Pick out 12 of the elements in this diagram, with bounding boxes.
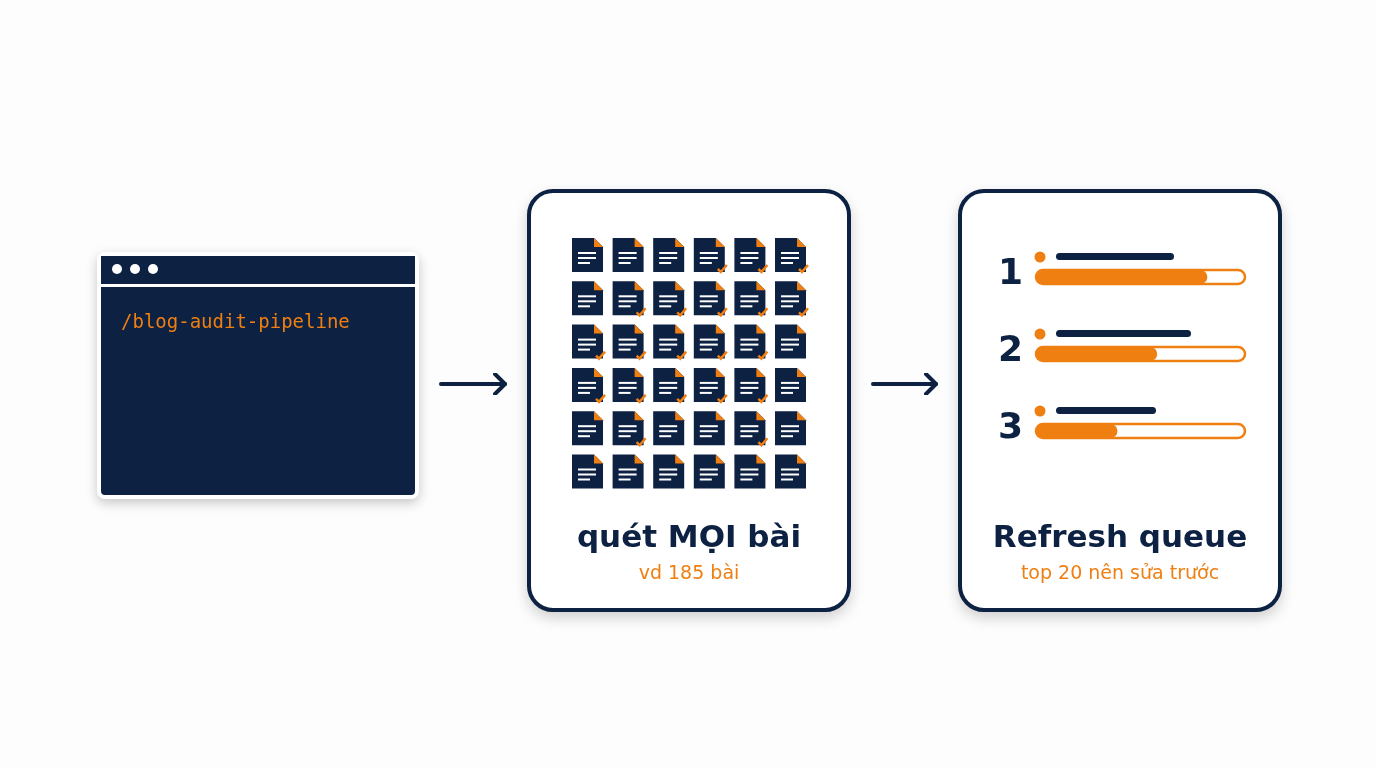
arrow (871, 372, 938, 396)
card-heading: quét MỌI bài (575, 518, 803, 554)
card-heading: Refresh queue (991, 518, 1249, 554)
rank-number: 1 (998, 251, 1024, 292)
scan-card (527, 189, 851, 612)
command-text: /blog-audit-pipeline (121, 310, 350, 332)
rank-number: 2 (998, 328, 1024, 369)
card-subtitle: top 20 nên sửa trước (1019, 561, 1221, 583)
rank-number: 3 (998, 405, 1024, 446)
arrow (439, 372, 507, 396)
queue-card (958, 189, 1282, 612)
card-subtitle: vd 185 bài (637, 561, 741, 583)
